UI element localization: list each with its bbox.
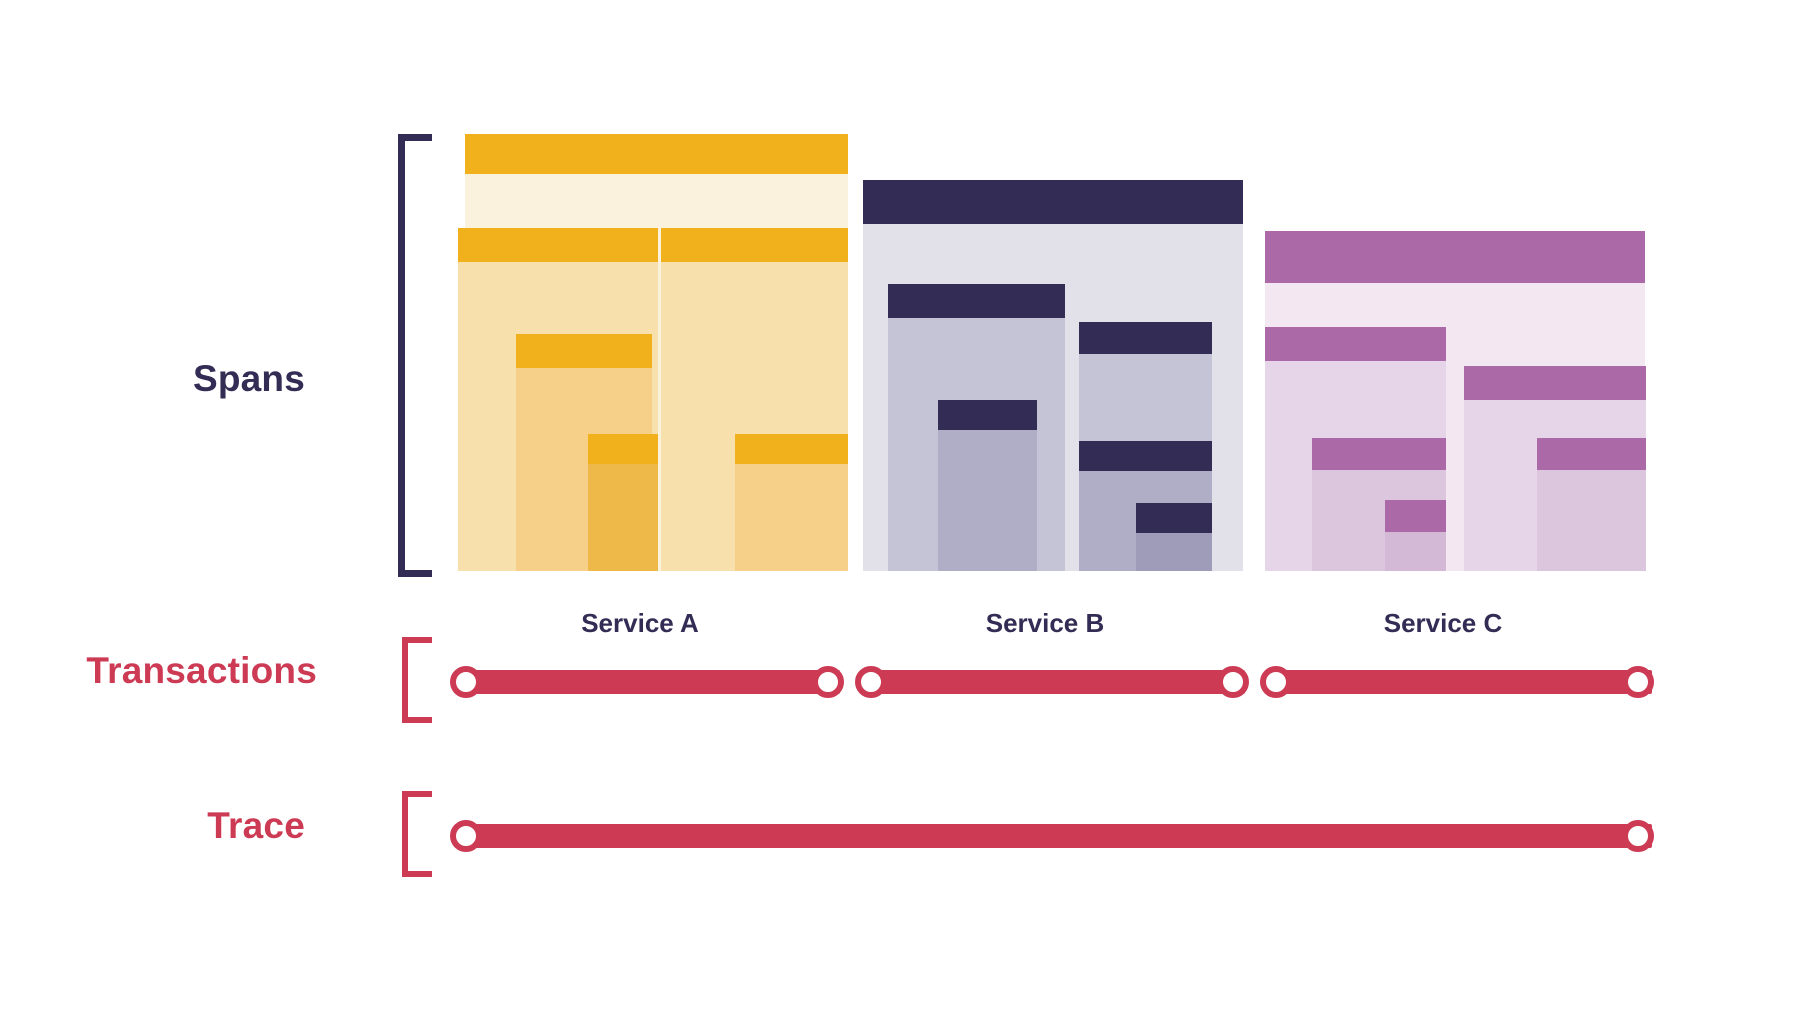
bracket-spans: [398, 134, 432, 577]
transaction-node-a-end[interactable]: [812, 666, 844, 698]
transaction-service-b[interactable]: [860, 670, 1245, 694]
span-c-sibling-child[interactable]: [1537, 438, 1646, 571]
spans-area: [458, 134, 1646, 571]
trace-node-start[interactable]: [450, 820, 482, 852]
trace-bar[interactable]: [455, 824, 1652, 848]
span-b-child-2[interactable]: [938, 400, 1037, 571]
span-c-child-3[interactable]: [1385, 500, 1446, 571]
caption-service-b: Service B: [985, 608, 1105, 638]
caption-service-a: Service A: [581, 608, 699, 638]
span-a-sibling-header: [661, 228, 848, 262]
transaction-service-a[interactable]: [455, 670, 840, 694]
span-b-leaf[interactable]: [1136, 503, 1212, 571]
span-c-sibling-header: [1464, 366, 1646, 400]
transaction-node-c-end[interactable]: [1622, 666, 1654, 698]
span-b-root-header: [863, 180, 1243, 224]
row-label-spans: Spans: [192, 358, 305, 399]
span-c-child-3-header: [1385, 500, 1446, 532]
caption-service-c: Service C: [1383, 608, 1503, 638]
span-b-leaf-header: [1136, 503, 1212, 533]
span-b-child-2-header: [938, 400, 1037, 430]
span-a-child-3-header: [588, 434, 658, 464]
span-a-child-3[interactable]: [588, 434, 658, 571]
transaction-node-b-end[interactable]: [1217, 666, 1249, 698]
transaction-node-c-start[interactable]: [1260, 666, 1292, 698]
row-label-trace: Trace: [207, 805, 305, 846]
span-c-root-header: [1265, 231, 1645, 283]
transaction-node-b-start[interactable]: [855, 666, 887, 698]
span-a-sibling-child-header: [735, 434, 848, 464]
span-c-child-1-header: [1265, 327, 1446, 361]
transaction-service-c[interactable]: [1265, 670, 1652, 694]
span-a-root-header: [465, 134, 848, 174]
span-a-sibling-child[interactable]: [735, 434, 848, 571]
span-b-sibling-child-header: [1079, 441, 1212, 471]
bracket-trace: [402, 791, 432, 877]
span-a-child-2-header: [516, 334, 652, 368]
row-label-transactions: Transactions: [86, 650, 317, 691]
span-c-child-2-header: [1312, 438, 1446, 470]
span-b-sibling-header: [1079, 322, 1212, 354]
span-c-sibling-child-header: [1537, 438, 1646, 470]
bracket-transactions: [402, 637, 432, 723]
transaction-node-a-start[interactable]: [450, 666, 482, 698]
span-a-child-1-header: [458, 228, 658, 262]
trace-node-end[interactable]: [1622, 820, 1654, 852]
span-b-child-1-header: [888, 284, 1065, 318]
